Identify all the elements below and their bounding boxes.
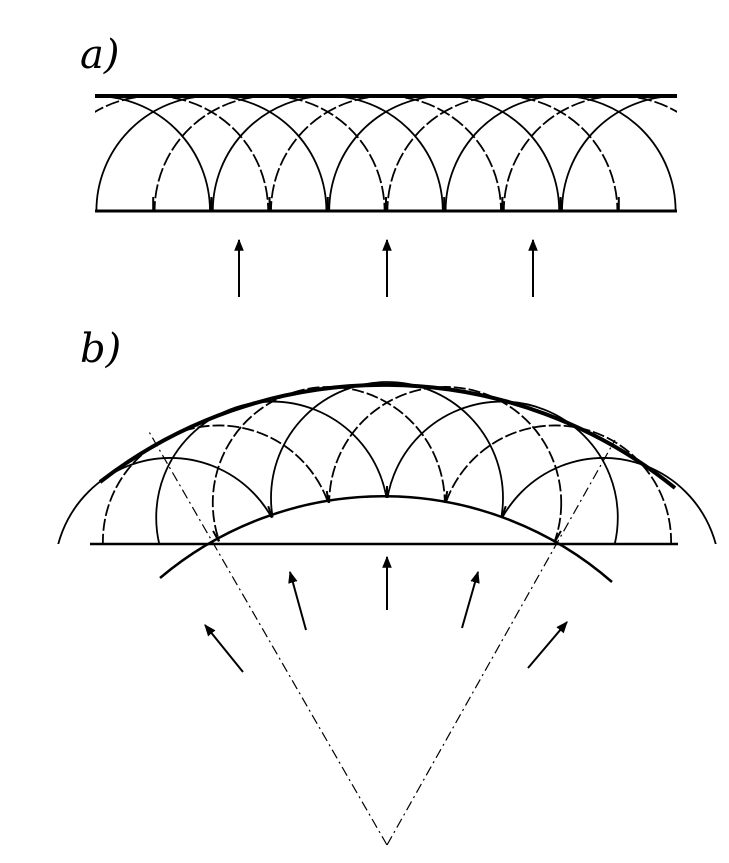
panel-a-plane-wave	[95, 94, 677, 297]
wavelet-arc	[438, 424, 673, 544]
source-tick	[500, 505, 507, 518]
radial-line-left	[147, 429, 388, 846]
source-tick	[554, 530, 562, 542]
arrow-icon	[288, 570, 307, 631]
spherical-wavefront-old	[159, 495, 613, 583]
source-tick	[604, 565, 611, 574]
spherical-wavefront-new	[98, 382, 677, 490]
wavelet-arc	[53, 457, 288, 544]
panel-a-label: a)	[80, 32, 119, 78]
panel-b-label: b)	[80, 326, 121, 372]
wavelets-b	[53, 381, 721, 544]
arrow-icon	[461, 570, 480, 629]
panel-b-spherical-wave	[53, 381, 721, 846]
arrow-icon	[527, 621, 568, 669]
arrow-icon	[204, 624, 244, 673]
wavelet-arc	[486, 457, 721, 544]
wavelet-arc	[328, 386, 563, 544]
wavelet-arc	[270, 381, 504, 544]
radial-line-right	[386, 439, 616, 846]
